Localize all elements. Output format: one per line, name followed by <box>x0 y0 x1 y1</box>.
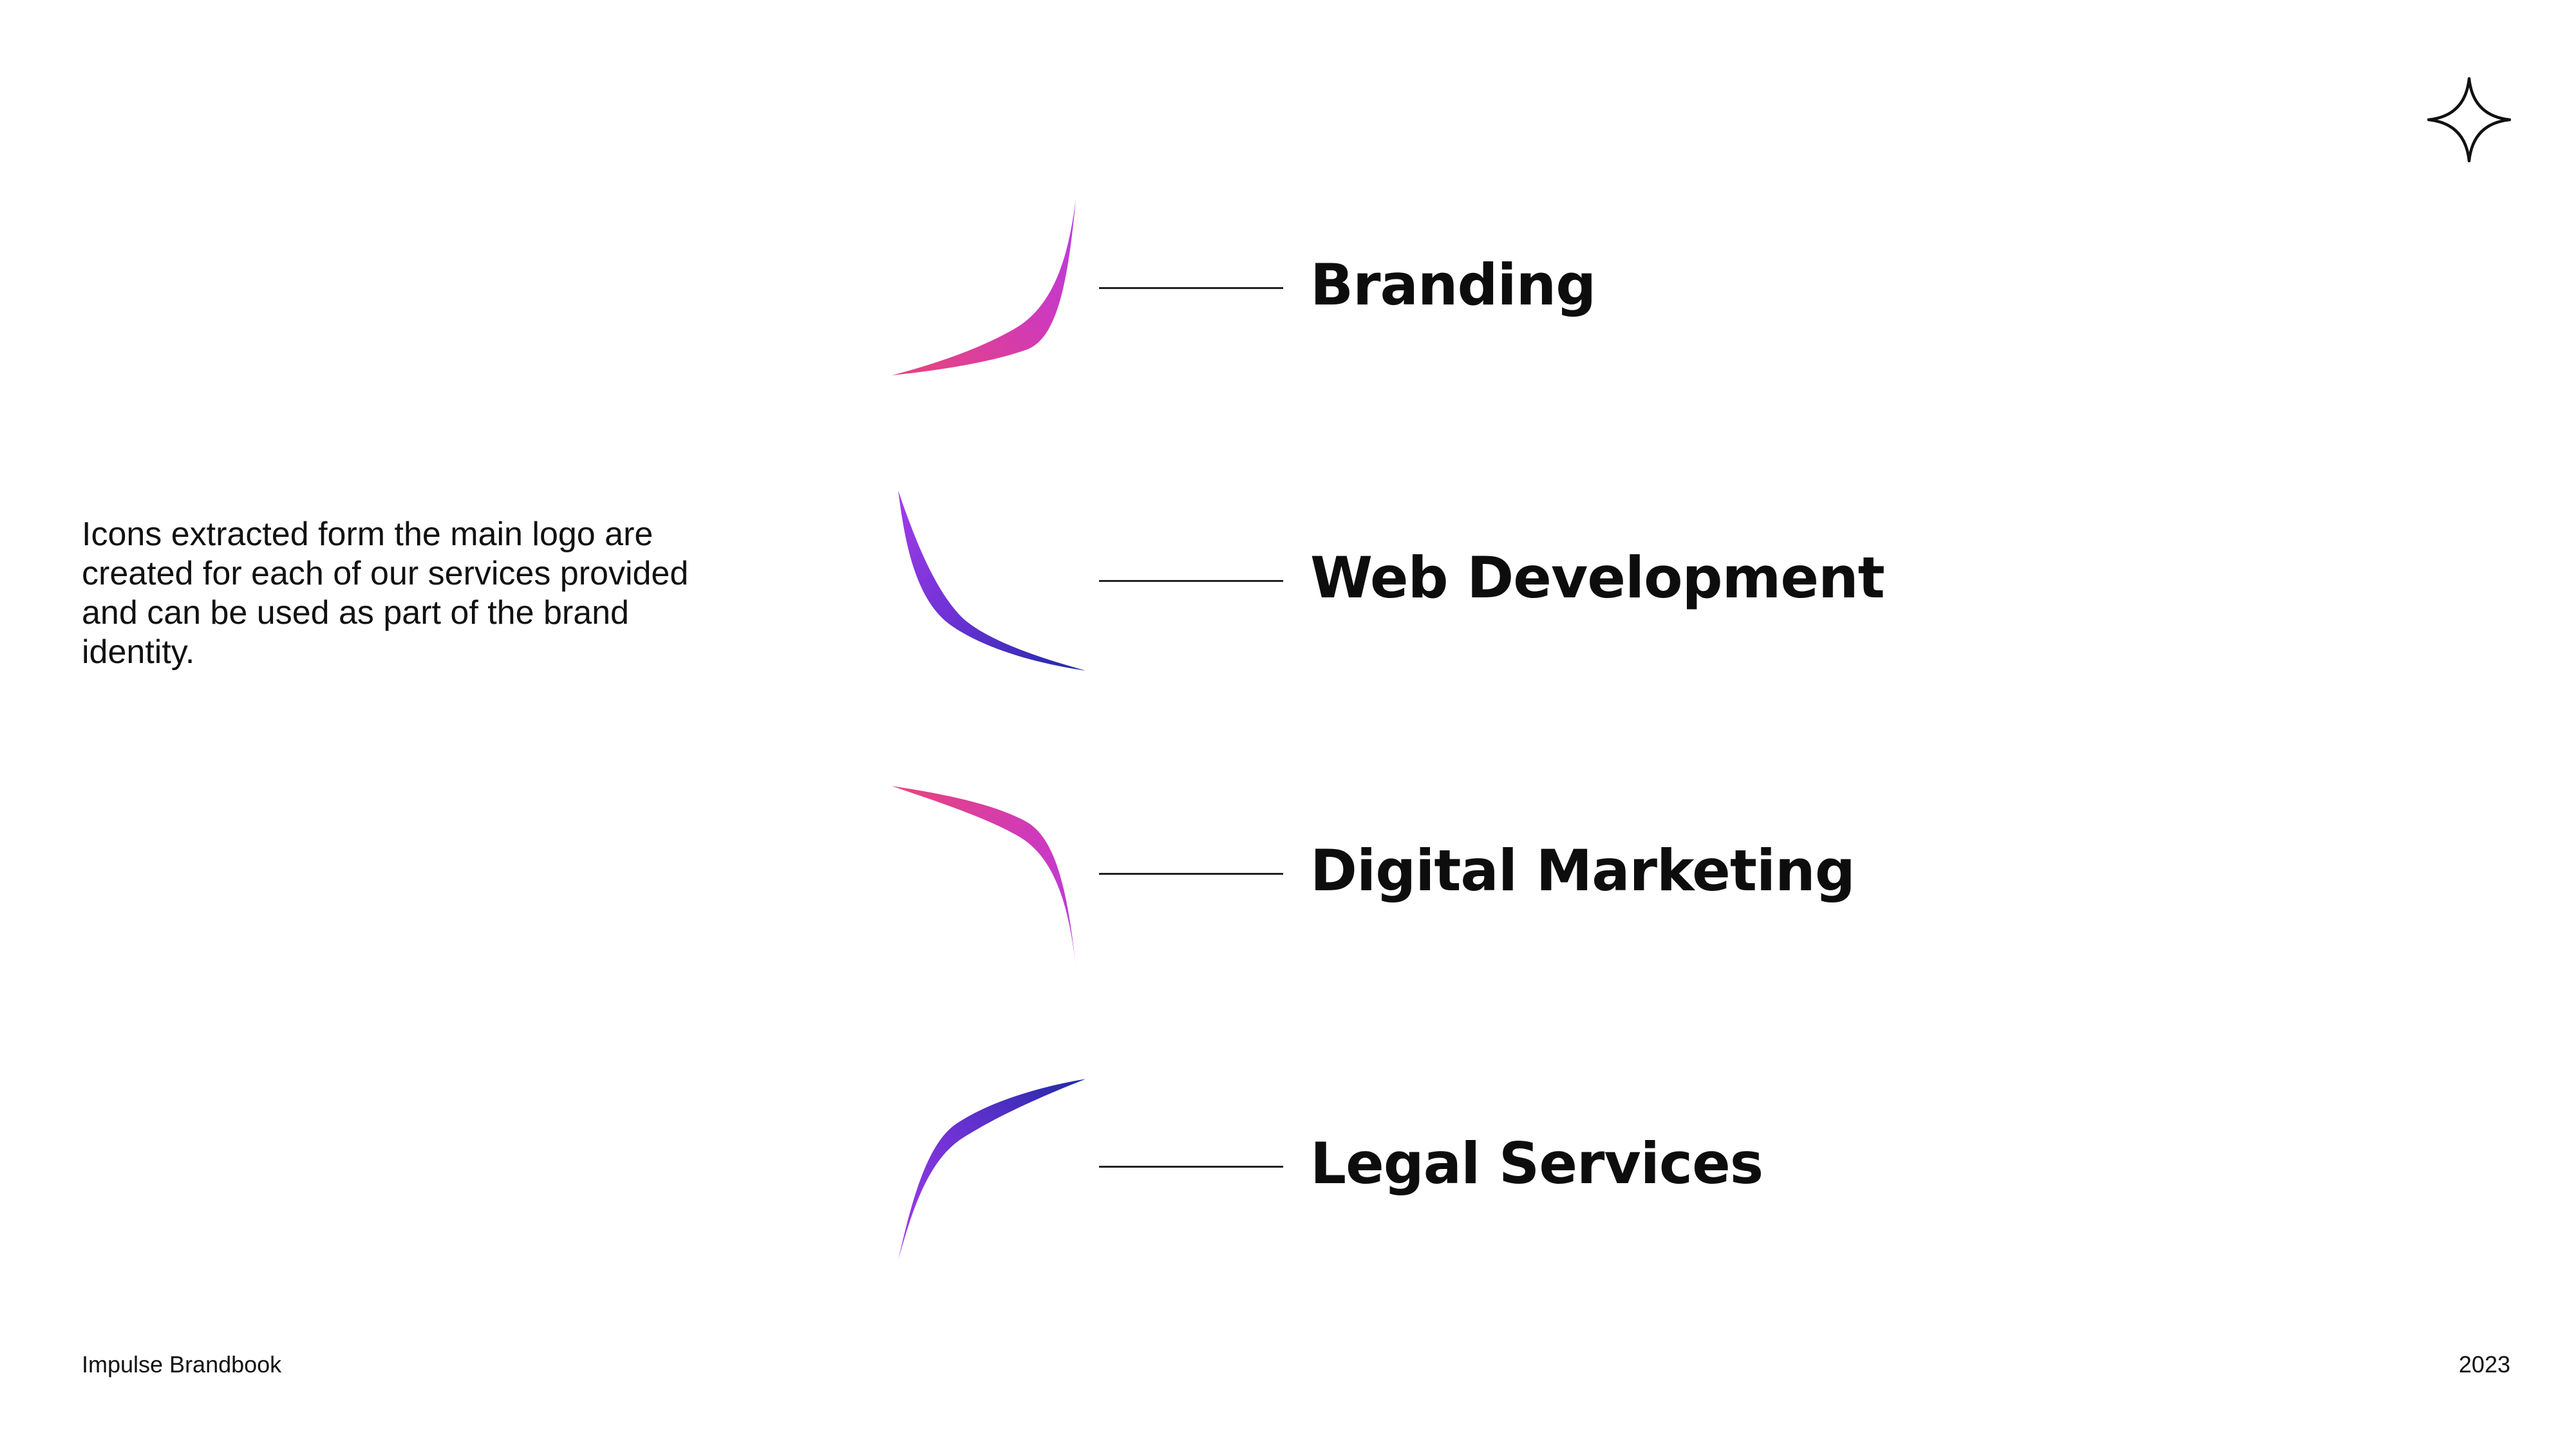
footer-brandbook-title: Impulse Brandbook <box>82 1351 282 1378</box>
service-label-web-development: Web Development <box>1310 545 1885 611</box>
web-development-swoosh-icon <box>898 491 1085 671</box>
footer-year: 2023 <box>2458 1351 2510 1378</box>
service-label-branding: Branding <box>1310 252 1596 318</box>
legal-services-swoosh-icon <box>898 1079 1085 1260</box>
web-development-connector-line <box>1099 580 1283 582</box>
branding-swoosh-icon <box>892 199 1076 375</box>
digital-marketing-connector-line <box>1099 873 1283 875</box>
legal-services-connector-line <box>1099 1166 1283 1168</box>
branding-connector-line <box>1099 287 1283 289</box>
service-label-digital-marketing: Digital Marketing <box>1310 837 1856 904</box>
service-label-legal-services: Legal Services <box>1310 1130 1763 1197</box>
four-point-star-icon <box>2427 77 2511 162</box>
intro-text: Icons extracted form the main logo are c… <box>82 516 689 671</box>
digital-marketing-swoosh-icon <box>892 786 1076 966</box>
